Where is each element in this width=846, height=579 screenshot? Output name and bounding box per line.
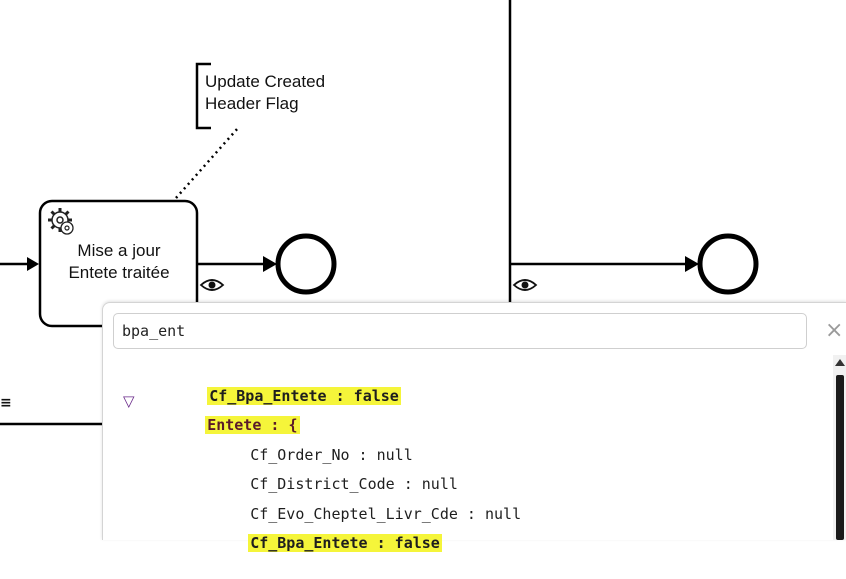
collapse-toggle-icon[interactable]: ▽ <box>123 392 135 410</box>
arrowhead <box>27 257 39 271</box>
annotation-line2: Header Flag <box>205 94 299 113</box>
variable-inspector-panel: × Cf_Bpa_Entete : false ▽ Entete : { Cf_… <box>102 302 846 552</box>
tree-row[interactable]: Cf_District_Code : null <box>196 448 458 493</box>
end-event[interactable] <box>697 233 759 295</box>
eye-icon[interactable] <box>199 279 225 291</box>
tree-row[interactable]: Entete : { <box>151 389 300 434</box>
bpmn-canvas <box>0 0 759 426</box>
arrowhead <box>263 256 277 272</box>
variable-entry: Cf_Bpa_Entete : false <box>207 387 401 405</box>
tree-row[interactable]: Cf_Bpa_Entete : false <box>194 507 442 552</box>
variable-entry: Cf_Bpa_Entete : false <box>248 534 442 552</box>
task-label-line1: Mise a jour <box>77 241 161 260</box>
eye-icon[interactable] <box>512 279 538 291</box>
text-annotation[interactable] <box>195 62 211 130</box>
task-label: Mise a jour Entete traitée <box>44 240 194 284</box>
scroll-up-icon[interactable] <box>835 359 845 366</box>
tree-row[interactable]: Cf_Evo_Cheptel_Livr_Cde : null <box>196 478 521 523</box>
annotation-line1: Update Created <box>205 72 326 91</box>
scroll-thumb[interactable] <box>836 375 844 540</box>
variable-entry: Entete : { <box>205 416 300 434</box>
variable-entry: Cf_Evo_Cheptel_Livr_Cde : null <box>250 505 522 523</box>
tree-row[interactable]: Cf_Order_No : null <box>196 419 413 464</box>
annotation-text: Update Created Header Flag <box>205 71 325 115</box>
arrowhead <box>685 256 699 272</box>
variable-entry: Cf_District_Code : null <box>250 475 458 493</box>
tree-row[interactable]: Cf_Bpa_Entete : false <box>153 360 401 405</box>
annotation-association[interactable] <box>175 127 239 199</box>
hamburger-icon[interactable]: ≡ <box>0 395 12 411</box>
end-event[interactable] <box>275 233 337 295</box>
variable-entry: Cf_Order_No : null <box>250 446 413 464</box>
search-input[interactable] <box>113 313 807 349</box>
clear-search-button[interactable]: × <box>825 318 844 343</box>
task-label-line2: Entete traitée <box>68 263 170 282</box>
gear-icon <box>48 208 74 235</box>
scrollbar[interactable] <box>833 355 846 540</box>
